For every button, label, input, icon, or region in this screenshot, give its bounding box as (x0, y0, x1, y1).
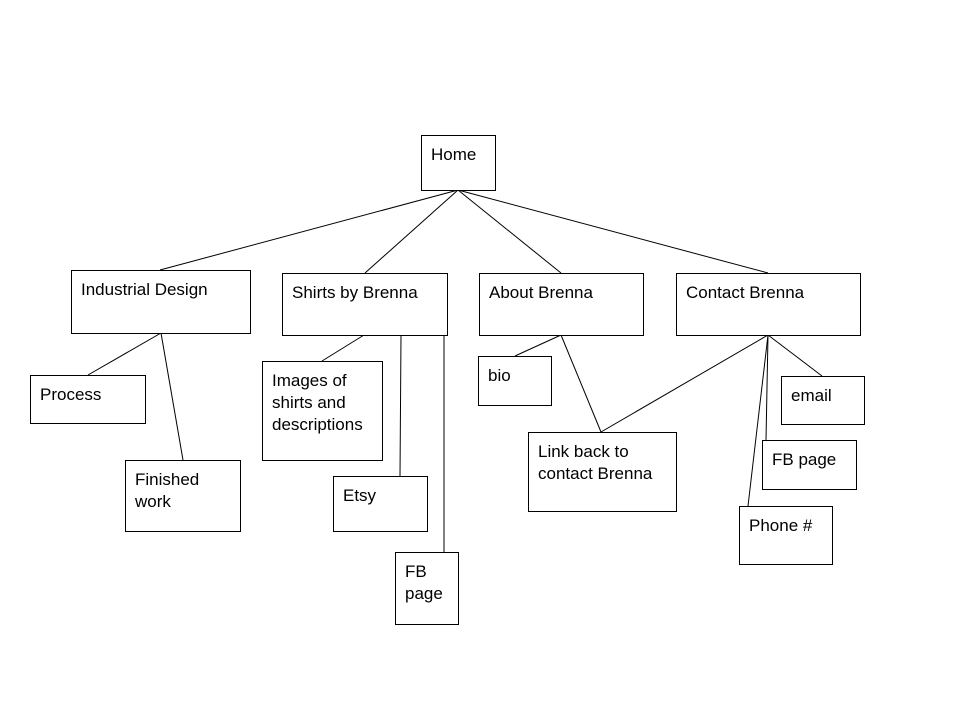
node-images-label: Images of shirts and descriptions (272, 371, 363, 434)
link-home-shirts (364, 189, 459, 274)
link-contact-link-back (600, 334, 769, 433)
node-about-label: About Brenna (489, 283, 593, 302)
node-industrial-design: Industrial Design (71, 270, 251, 334)
node-fb-page-shirts-label: FB page (405, 562, 443, 603)
node-finished-work-label: Finished work (135, 470, 200, 511)
node-process-label: Process (40, 385, 102, 404)
link-home-contact (457, 189, 769, 274)
link-contact-email (767, 334, 823, 377)
node-shirts-by-brenna: Shirts by Brenna (282, 273, 448, 336)
node-link-back: Link back to contact Brenna (528, 432, 677, 512)
link-about-bio (514, 334, 562, 357)
node-fb-page-contact-label: FB page (772, 450, 837, 469)
link-industrial-process (87, 332, 162, 376)
link-home-about (457, 189, 562, 274)
link-home-industrial-design (159, 189, 459, 271)
node-link-back-label: Link back to contact Brenna (538, 442, 653, 483)
link-shirts-images (321, 334, 365, 362)
node-about-brenna: About Brenna (479, 273, 644, 336)
node-fb-page-contact: FB page (762, 440, 857, 490)
link-contact-fb-page (765, 334, 769, 441)
node-shirts-label: Shirts by Brenna (292, 283, 418, 302)
node-process: Process (30, 375, 146, 424)
link-industrial-finished-work (160, 332, 184, 461)
node-phone: Phone # (739, 506, 833, 565)
node-etsy: Etsy (333, 476, 428, 532)
node-home-label: Home (431, 145, 477, 164)
node-bio-label: bio (488, 366, 511, 385)
node-email-label: email (791, 386, 832, 405)
node-phone-label: Phone # (749, 516, 813, 535)
link-shirts-etsy (399, 334, 402, 477)
node-contact-brenna: Contact Brenna (676, 273, 861, 336)
link-contact-phone (747, 334, 769, 507)
node-bio: bio (478, 356, 552, 406)
link-about-link-back (560, 334, 602, 433)
node-finished-work: Finished work (125, 460, 241, 532)
node-etsy-label: Etsy (343, 486, 377, 505)
node-industrial-design-label: Industrial Design (81, 280, 208, 299)
node-email: email (781, 376, 865, 425)
node-images-of-shirts: Images of shirts and descriptions (262, 361, 383, 461)
node-fb-page-shirts: FB page (395, 552, 459, 625)
node-home: Home (421, 135, 496, 191)
node-contact-label: Contact Brenna (686, 283, 805, 302)
